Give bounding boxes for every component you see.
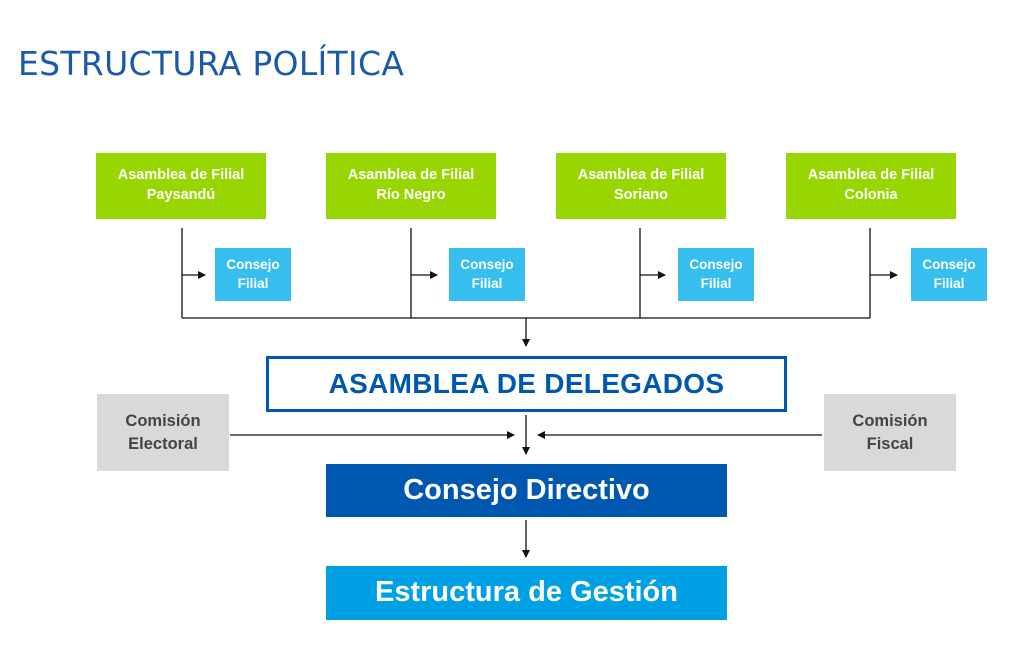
filial-name: Paysandú bbox=[146, 187, 216, 203]
consejo-filial-line2: Filial bbox=[700, 275, 732, 291]
comision-fiscal: Comisión Fiscal bbox=[824, 394, 956, 471]
consejo-filial-colonia: Consejo Filial bbox=[911, 248, 987, 301]
filial-label: Asamblea de Filial bbox=[347, 167, 475, 184]
comision-fiscal-line1: Comisión bbox=[852, 412, 928, 431]
asamblea-filial-colonia: Asamblea de Filial Colonia bbox=[786, 153, 956, 219]
consejo-filial-line1: Consejo bbox=[689, 257, 743, 273]
comision-electoral-line1: Comisión bbox=[125, 412, 201, 431]
filial-label: Asamblea de Filial bbox=[117, 167, 245, 184]
asamblea-filial-soriano: Asamblea de Filial Soriano bbox=[556, 153, 726, 219]
asamblea-filial-paysandu: Asamblea de Filial Paysandú bbox=[96, 153, 266, 219]
page-title: ESTRUCTURA POLÍTICA bbox=[18, 44, 405, 83]
estructura-de-gestion: Estructura de Gestión bbox=[326, 566, 727, 620]
consejo-filial-line2: Filial bbox=[471, 275, 503, 291]
consejo-directivo: Consejo Directivo bbox=[326, 464, 727, 517]
filial-name: Río Negro bbox=[376, 187, 446, 203]
filial-label: Asamblea de Filial bbox=[807, 167, 935, 184]
consejo-filial-line2: Filial bbox=[933, 275, 965, 291]
consejo-filial-rio-negro: Consejo Filial bbox=[449, 248, 525, 301]
consejo-filial-line1: Consejo bbox=[922, 257, 976, 273]
asamblea-filial-rio-negro: Asamblea de Filial Río Negro bbox=[326, 153, 496, 219]
estructura-gestion-label: Estructura de Gestión bbox=[375, 576, 678, 609]
comision-electoral: Comisión Electoral bbox=[97, 394, 229, 471]
asamblea-label: ASAMBLEA DE DELEGADOS bbox=[328, 368, 725, 400]
consejo-filial-line2: Filial bbox=[237, 275, 269, 291]
consejo-filial-soriano: Consejo Filial bbox=[678, 248, 754, 301]
filial-name: Colonia bbox=[844, 187, 898, 203]
comision-fiscal-line2: Fiscal bbox=[866, 434, 914, 453]
filial-label: Asamblea de Filial bbox=[577, 167, 705, 184]
consejo-filial-line1: Consejo bbox=[460, 257, 514, 273]
consejo-filial-line1: Consejo bbox=[226, 257, 280, 273]
asamblea-de-delegados: ASAMBLEA DE DELEGADOS bbox=[266, 356, 787, 412]
filial-name: Soriano bbox=[614, 187, 668, 203]
consejo-filial-paysandu: Consejo Filial bbox=[215, 248, 291, 301]
comision-electoral-line2: Electoral bbox=[128, 434, 198, 453]
consejo-directivo-label: Consejo Directivo bbox=[403, 473, 650, 506]
